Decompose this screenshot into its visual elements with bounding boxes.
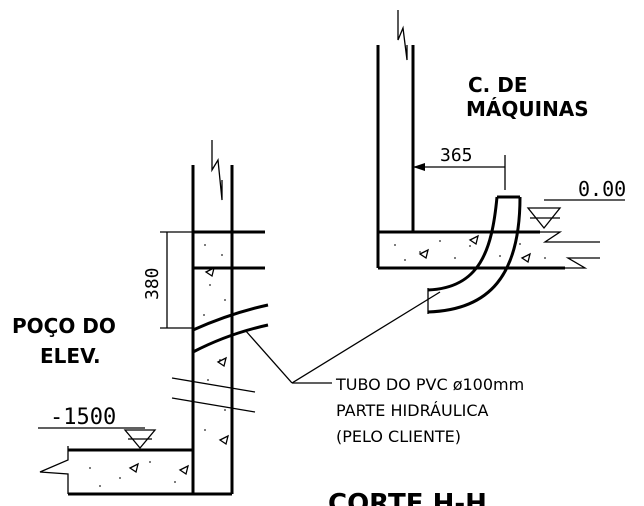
level-marker-top: 0.00 (526, 177, 626, 230)
pit-line1: POÇO DO (12, 314, 116, 338)
dimension-380-label: 380 (142, 267, 163, 300)
pit-bottom-slab (39, 446, 232, 496)
pit-upper-slab (193, 230, 265, 270)
machine-room-title: C. DE MÁQUINAS (466, 73, 589, 121)
level-marker-bottom: -1500 (38, 405, 157, 450)
machine-room-line1: C. DE (468, 73, 528, 97)
level-top-label: 0.00 (578, 177, 626, 201)
pvc-pipe-pit (192, 303, 269, 354)
pipe-note-line3: (PELO CLIENTE) (336, 427, 461, 446)
machine-room-line2: MÁQUINAS (466, 97, 589, 121)
dimension-380: 380 (142, 231, 193, 329)
level-bottom-label: -1500 (50, 405, 116, 430)
pvc-pipe-upper-bend (427, 195, 522, 314)
machine-room-wall (376, 10, 415, 268)
pit-title: POÇO DO ELEV. (12, 314, 116, 368)
pipe-note: TUBO DO PVC ø100mm PARTE HIDRÁULICA (PEL… (335, 375, 524, 446)
machine-room-slab (378, 230, 600, 270)
break-lines (171, 377, 256, 413)
section-title: CORTE H-H (328, 489, 487, 506)
pit-line2: ELEV. (40, 344, 101, 368)
pipe-leader (244, 291, 441, 384)
pipe-note-line2: PARTE HIDRÁULICA (336, 401, 488, 420)
dimension-365: 365 (413, 145, 506, 190)
pipe-note-line1: TUBO DO PVC ø100mm (335, 375, 524, 394)
dimension-365-label: 365 (440, 145, 473, 166)
